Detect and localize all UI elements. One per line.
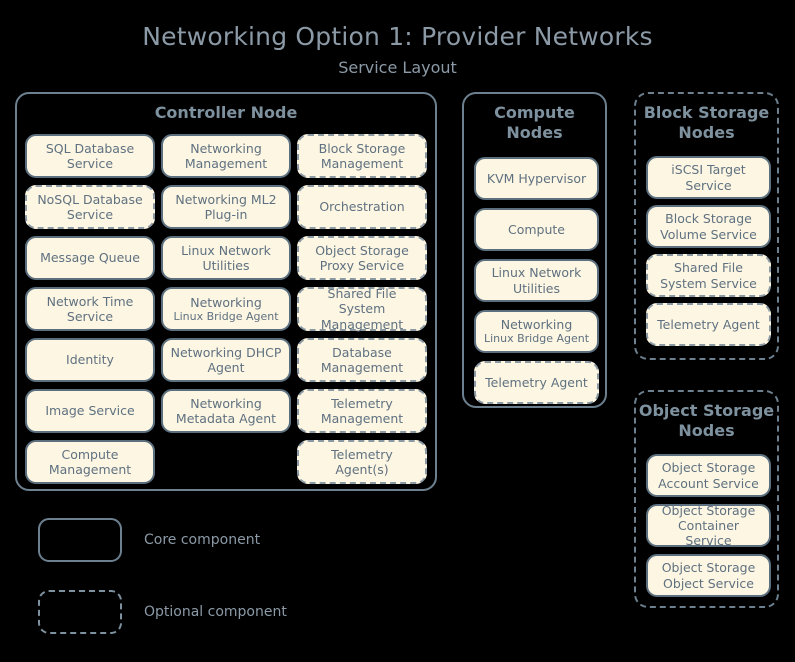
legend-label: Optional component [144, 604, 287, 620]
legend-swatch-core [38, 518, 122, 562]
legend-row: Optional component [38, 590, 287, 634]
service-box-label: Orchestration [319, 199, 405, 215]
service-box-label: Networking [500, 317, 573, 333]
service-box[interactable]: Block Storage Volume Service [646, 205, 771, 248]
service-box-label: Object Storage Object Service [661, 560, 756, 591]
service-box-label: Shared File System Management [320, 286, 404, 332]
service-box-label: Shared File System Service [660, 260, 757, 291]
service-box-label: Compute [507, 221, 565, 237]
legend-swatch-optional [38, 590, 122, 634]
service-box[interactable]: Compute Management [25, 440, 155, 484]
service-box-label: Networking ML2 Plug-in [175, 191, 277, 222]
service-box-label: Linux Network Utilities [181, 242, 271, 273]
service-box[interactable]: Identity [25, 338, 155, 382]
service-box-label: Object Storage Container Service [661, 502, 756, 549]
service-box-label: NoSQL Database Service [37, 191, 143, 222]
service-box-label: Image Service [45, 403, 135, 419]
group-object-storage-nodes: Object Storage Nodes Object Storage Acco… [634, 390, 779, 608]
service-box[interactable]: Networking DHCP Agent [161, 338, 291, 382]
service-box[interactable]: Object Storage Container Service [646, 502, 771, 549]
grid-spacer [161, 440, 291, 484]
service-box-label: Networking DHCP Agent [170, 344, 282, 375]
service-box[interactable]: Shared File System Management [297, 286, 427, 332]
service-box[interactable]: Database Management [297, 338, 427, 382]
service-box[interactable]: Telemetry Agent(s) [297, 440, 427, 484]
service-box-sublabel: Linux Bridge Agent [173, 309, 279, 323]
service-box-label: Linux Network Utilities [491, 265, 582, 296]
group-title-object-storage-nodes: Object Storage Nodes [638, 401, 775, 441]
service-box-label: iSCSI Target Service [671, 162, 746, 193]
service-box-label: Telemetry Agent [485, 374, 588, 390]
service-box[interactable]: KVM Hypervisor [474, 157, 599, 200]
service-box-label: Object Storage Proxy Service [315, 242, 409, 273]
service-box[interactable]: Shared File System Service [646, 254, 771, 297]
legend-row: Core component [38, 518, 287, 562]
service-box[interactable]: Message Queue [25, 236, 155, 280]
service-box-label: Block Storage Management [318, 140, 406, 171]
service-box-label: Message Queue [40, 250, 140, 266]
service-box[interactable]: Object Storage Account Service [646, 454, 771, 497]
service-box[interactable]: Networking ML2 Plug-in [161, 185, 291, 229]
service-box-label: Telemetry Management [320, 395, 404, 426]
service-box-label: Networking [190, 294, 262, 310]
service-box[interactable]: Telemetry Management [297, 389, 427, 433]
service-box-label: Compute Management [48, 446, 132, 477]
service-box[interactable]: Telemetry Agent [474, 361, 599, 404]
service-box-label: Object Storage Account Service [658, 460, 759, 491]
service-box[interactable]: Compute [474, 208, 599, 251]
service-box-label: Identity [66, 352, 114, 368]
service-box[interactable]: Object Storage Object Service [646, 554, 771, 597]
service-box[interactable]: Block Storage Management [297, 134, 427, 178]
service-box-label: Telemetry Agent [657, 316, 760, 332]
service-box[interactable]: SQL Database Service [25, 134, 155, 178]
group-title-compute-nodes: Compute Nodes [494, 103, 575, 143]
service-box[interactable]: Object Storage Proxy Service [297, 236, 427, 280]
service-box[interactable]: Networking Metadata Agent [161, 389, 291, 433]
service-box[interactable]: Linux Network Utilities [161, 236, 291, 280]
service-box-label: Database Management [320, 344, 404, 375]
service-box[interactable]: Network Time Service [25, 287, 155, 331]
page-subtitle: Service Layout [338, 58, 457, 77]
service-box-label: Telemetry Agent(s) [331, 446, 393, 477]
service-box[interactable]: iSCSI Target Service [646, 156, 771, 199]
service-box[interactable]: Orchestration [297, 185, 427, 229]
legend-label: Core component [144, 532, 261, 548]
service-box[interactable]: Image Service [25, 389, 155, 433]
service-box-label: Networking Metadata Agent [175, 395, 277, 426]
group-title-block-storage-nodes: Block Storage Nodes [643, 103, 770, 143]
service-box-label: Networking Management [184, 140, 268, 171]
service-box-label: Network Time Service [46, 293, 134, 324]
group-title-controller-node: Controller Node [154, 103, 298, 122]
service-box-label: SQL Database Service [45, 140, 135, 171]
service-box[interactable]: Linux Network Utilities [474, 259, 599, 302]
page-title: Networking Option 1: Provider Networks [142, 22, 653, 51]
service-box[interactable]: Networking Management [161, 134, 291, 178]
group-block-storage-nodes: Block Storage Nodes iSCSI Target Service… [634, 92, 779, 360]
service-box[interactable]: NoSQL Database Service [25, 185, 155, 229]
service-box-sublabel: Linux Bridge Agent [483, 332, 590, 346]
service-box-label: Block Storage Volume Service [660, 211, 757, 242]
service-box-label: KVM Hypervisor [486, 170, 587, 186]
service-box[interactable]: Telemetry Agent [646, 303, 771, 346]
